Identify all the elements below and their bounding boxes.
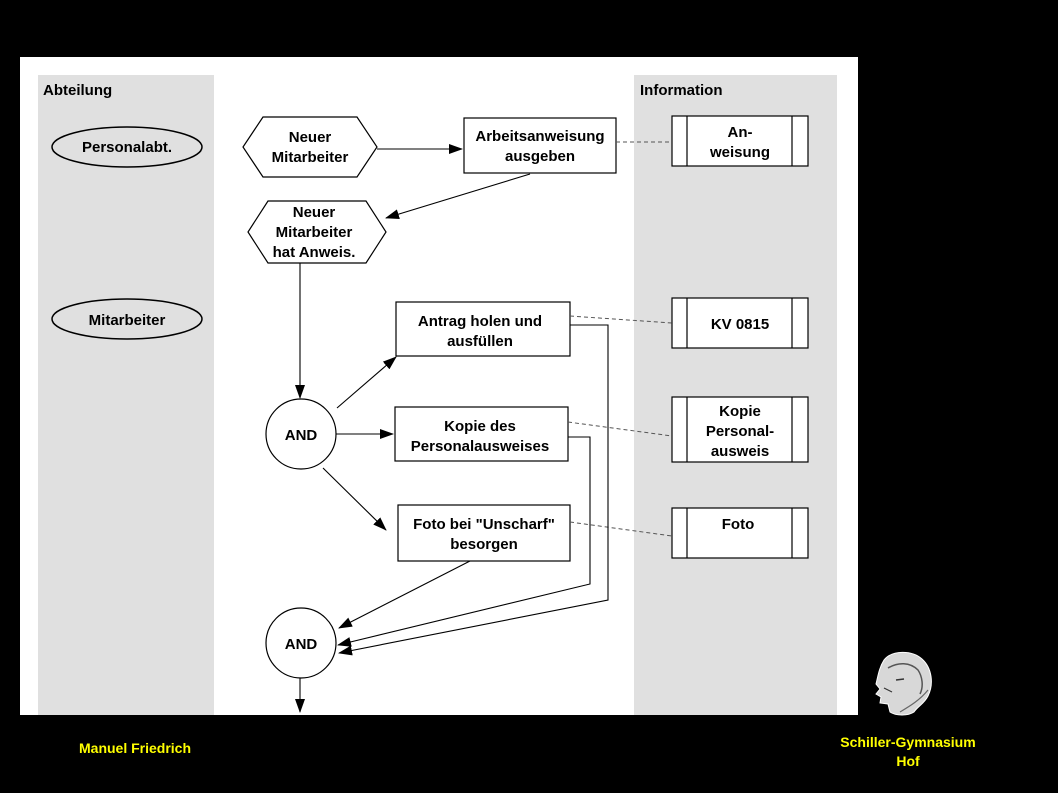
and-connector-join: AND xyxy=(265,607,337,679)
control-flow xyxy=(295,144,609,713)
document-label-line: weisung xyxy=(709,144,770,161)
function-foto: Foto bei "Unscharf" besorgen xyxy=(397,504,571,562)
lane-header-information: Information xyxy=(640,82,723,99)
and-connector-split: AND xyxy=(265,398,337,470)
department-personalabt: Personalabt. xyxy=(51,126,203,168)
department-label: Personalabt. xyxy=(82,139,172,156)
document-label-line: Kopie xyxy=(719,403,761,420)
document-kopie-ausweis: Kopie Personal- ausweis xyxy=(671,396,809,463)
function-label-line: Arbeitsanweisung xyxy=(475,128,604,145)
function-label-line: ausfüllen xyxy=(447,333,513,350)
department-mitarbeiter: Mitarbeiter xyxy=(51,298,203,340)
information-lane xyxy=(634,75,837,715)
function-label-line: besorgen xyxy=(450,536,518,553)
department-label: Mitarbeiter xyxy=(89,312,166,329)
event-label-line: Mitarbeiter xyxy=(272,149,349,166)
function-label-line: Kopie des xyxy=(444,418,516,435)
document-label-line: ausweis xyxy=(711,443,769,460)
event-label-line: Neuer xyxy=(289,129,332,146)
document-label-line: KV 0815 xyxy=(711,316,769,333)
schiller-portrait-logo xyxy=(868,647,932,719)
document-label-line: Foto xyxy=(722,516,754,533)
event-label-line: hat Anweis. xyxy=(273,244,356,261)
function-label-line: Antrag holen und xyxy=(418,313,542,330)
function-kopie: Kopie des Personalausweises xyxy=(394,406,569,462)
connector-label: AND xyxy=(285,427,318,444)
function-arbeitsanweisung: Arbeitsanweisung ausgeben xyxy=(463,117,617,174)
document-label-line: An- xyxy=(728,124,753,141)
document-anweisung: An- weisung xyxy=(671,115,809,167)
function-label-line: ausgeben xyxy=(505,148,575,165)
document-foto: Foto xyxy=(671,507,809,559)
function-label-line: Foto bei "Unscharf" xyxy=(413,516,555,533)
school-name-line1: Schiller-Gymnasium xyxy=(840,734,976,750)
connector-label: AND xyxy=(285,636,318,653)
document-label-line: Personal- xyxy=(706,423,774,440)
school-name-line2: Hof xyxy=(896,753,920,769)
function-antrag: Antrag holen und ausfüllen xyxy=(395,301,571,357)
department-lane xyxy=(38,75,214,715)
function-label-line: Personalausweises xyxy=(411,438,549,455)
school-name: Schiller-Gymnasium Hof xyxy=(820,733,996,771)
event-hat-anweisung: Neuer Mitarbeiter hat Anweis. xyxy=(247,200,387,264)
lane-header-abteilung: Abteilung xyxy=(43,82,112,99)
document-kv: KV 0815 xyxy=(671,297,809,349)
event-label-line: Neuer xyxy=(293,204,336,221)
author-name: Manuel Friedrich xyxy=(79,740,192,756)
event-neuer-mitarbeiter: Neuer Mitarbeiter xyxy=(242,116,378,178)
event-label-line: Mitarbeiter xyxy=(276,224,353,241)
information-links xyxy=(567,141,673,537)
